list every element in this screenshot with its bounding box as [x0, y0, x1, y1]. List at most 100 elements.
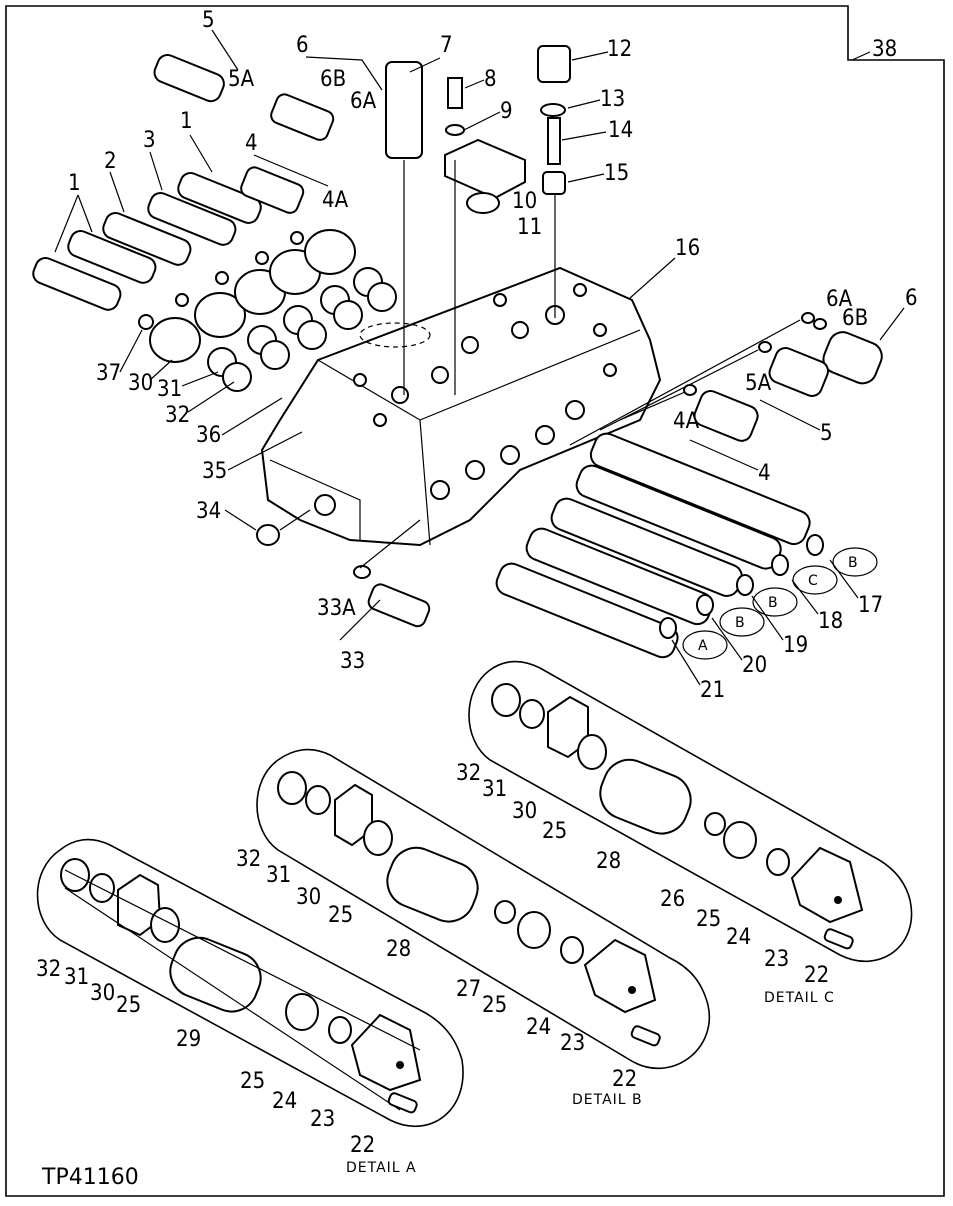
sheet-border: [5, 5, 945, 1197]
callout-33a: 33A: [317, 596, 356, 621]
callout-11: 11: [517, 215, 542, 240]
callout-18: 18: [818, 609, 843, 634]
callout-35: 35: [202, 459, 227, 484]
detail-c-callouts: 32 31 30 25 28 26 25 24 23 22 DETAIL C: [456, 761, 835, 1006]
callout-33: 33: [340, 649, 365, 674]
callout-4a-right: 4A: [673, 409, 700, 434]
main-callouts: 1 1 2 3 4 4A 5 5A 6 6B 6A 7 8 9 10 11 12…: [68, 8, 918, 703]
callout-7: 7: [440, 33, 453, 58]
callout-5a-right: 5A: [745, 371, 772, 396]
callout-16: 16: [675, 236, 700, 261]
detail-b-callout-28: 28: [386, 937, 411, 962]
detail-c-panel: [468, 660, 913, 962]
callout-4-right: 4: [758, 461, 771, 486]
port-label-b-1: B: [848, 555, 858, 571]
leader-lines: [54, 29, 905, 686]
callout-12: 12: [607, 37, 632, 62]
detail-a-callout-30: 30: [90, 981, 115, 1006]
callout-9: 9: [500, 99, 513, 124]
callout-10: 10: [512, 189, 537, 214]
callout-34: 34: [196, 499, 221, 524]
detail-b-callout-31: 31: [266, 863, 291, 888]
control-valve-body: [260, 266, 662, 547]
port-label-a: A: [698, 638, 708, 654]
left-spool-caps: [32, 54, 335, 330]
right-relief-valves: [569, 312, 883, 446]
detail-a-callout-22: 22: [350, 1133, 375, 1158]
callout-8: 8: [484, 67, 497, 92]
spool-bank-right: [495, 432, 824, 659]
top-components: [385, 45, 571, 395]
callout-3: 3: [143, 128, 156, 153]
callout-36: 36: [196, 423, 221, 448]
detail-b-callout-23: 23: [560, 1031, 585, 1056]
callout-6a-right: 6A: [826, 287, 853, 312]
detail-c-callout-22: 22: [804, 963, 829, 988]
detail-b-callout-25-a: 25: [328, 903, 353, 928]
detail-c-callout-32: 32: [456, 761, 481, 786]
detail-b-callout-25-b: 25: [482, 993, 507, 1018]
detail-b-callout-27: 27: [456, 977, 481, 1002]
detail-b-title: DETAIL B: [572, 1092, 643, 1108]
plate-id: TP41160: [41, 1165, 139, 1190]
detail-c-callout-25-b: 25: [696, 907, 721, 932]
callout-13: 13: [600, 87, 625, 112]
port-label-b-3: B: [735, 615, 745, 631]
detail-a-callout-31: 31: [64, 965, 89, 990]
callout-1-b: 1: [180, 109, 193, 134]
callout-6-right: 6: [905, 286, 918, 311]
callout-17: 17: [858, 593, 883, 618]
detail-a-panel: [36, 838, 464, 1128]
port-labels: B C B B A: [682, 547, 878, 660]
callout-5-top: 5: [202, 8, 215, 33]
callout-30: 30: [128, 371, 153, 396]
callout-6a-top: 6A: [350, 89, 377, 114]
callout-5-right: 5: [820, 421, 833, 446]
callout-6-top: 6: [296, 33, 309, 58]
callout-21: 21: [700, 678, 725, 703]
sheet-number: 38: [872, 37, 897, 62]
callout-37: 37: [96, 361, 121, 386]
callout-4a-top: 4A: [322, 188, 349, 213]
port-label-c: C: [808, 573, 818, 589]
detail-c-callout-28: 28: [596, 849, 621, 874]
detail-c-title: DETAIL C: [764, 990, 835, 1006]
callout-20: 20: [742, 653, 767, 678]
callout-15: 15: [604, 161, 629, 186]
detail-a-callout-25-a: 25: [116, 993, 141, 1018]
left-flanges-seals: [149, 229, 397, 392]
detail-c-callout-31: 31: [482, 777, 507, 802]
lower-left-parts: [256, 509, 431, 628]
detail-a-title: DETAIL A: [346, 1160, 417, 1176]
detail-b-callouts: 32 31 30 25 28 27 25 24 23 22 DETAIL B: [236, 847, 643, 1108]
detail-b-callout-32: 32: [236, 847, 261, 872]
detail-c-callout-30: 30: [512, 799, 537, 824]
callout-6b-top: 6B: [320, 67, 346, 92]
detail-a-callout-24: 24: [272, 1089, 297, 1114]
callout-19: 19: [783, 633, 808, 658]
callout-1-a: 1: [68, 171, 81, 196]
port-label-b-2: B: [768, 595, 778, 611]
detail-c-callout-23: 23: [764, 947, 789, 972]
detail-b-callout-24: 24: [526, 1015, 551, 1040]
detail-a-callout-23: 23: [310, 1107, 335, 1132]
callout-31: 31: [157, 377, 182, 402]
callout-6b-right: 6B: [842, 306, 868, 331]
callout-32: 32: [165, 403, 190, 428]
detail-c-callout-24: 24: [726, 925, 751, 950]
callout-4-top: 4: [245, 131, 258, 156]
callout-2: 2: [104, 149, 117, 174]
detail-a-callout-25-b: 25: [240, 1069, 265, 1094]
detail-a-callouts: 32 31 30 25 29 25 24 23 22 DETAIL A: [36, 957, 417, 1176]
detail-b-panel: [256, 748, 711, 1070]
detail-c-callout-25-a: 25: [542, 819, 567, 844]
detail-b-callout-22: 22: [612, 1067, 637, 1092]
detail-a-callout-32: 32: [36, 957, 61, 982]
detail-c-callout-26: 26: [660, 887, 685, 912]
callout-14: 14: [608, 118, 633, 143]
detail-b-callout-30: 30: [296, 885, 321, 910]
detail-a-callout-29: 29: [176, 1027, 201, 1052]
callout-5a-top: 5A: [228, 67, 255, 92]
